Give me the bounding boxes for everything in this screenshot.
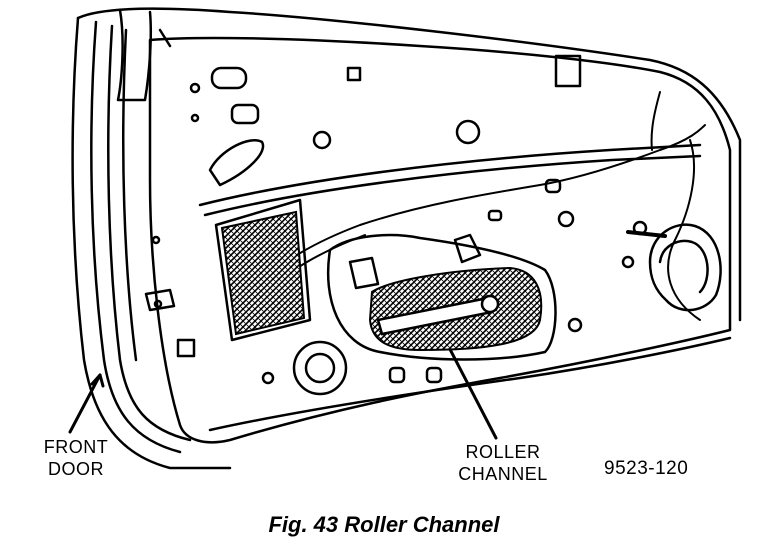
roller-channel-line-2: CHANNEL	[458, 464, 548, 484]
figure-caption: Fig. 43 Roller Channel	[268, 512, 500, 537]
figure-number: 9523-120	[604, 458, 689, 479]
front-door-line-2: DOOR	[48, 459, 104, 479]
door-front-edge	[71, 16, 232, 470]
front-door-line-1: FRONT	[43, 437, 109, 457]
roller-channel-callout: ROLLER CHANNEL	[448, 441, 558, 485]
door-outer-edge	[76, 7, 742, 322]
front-door-callout: FRONT DOOR	[34, 436, 118, 480]
roller-channel-line-1: ROLLER	[465, 442, 541, 462]
front-door-leader	[68, 373, 102, 434]
inner-panel	[148, 36, 732, 444]
glass-run-panel	[220, 210, 306, 336]
